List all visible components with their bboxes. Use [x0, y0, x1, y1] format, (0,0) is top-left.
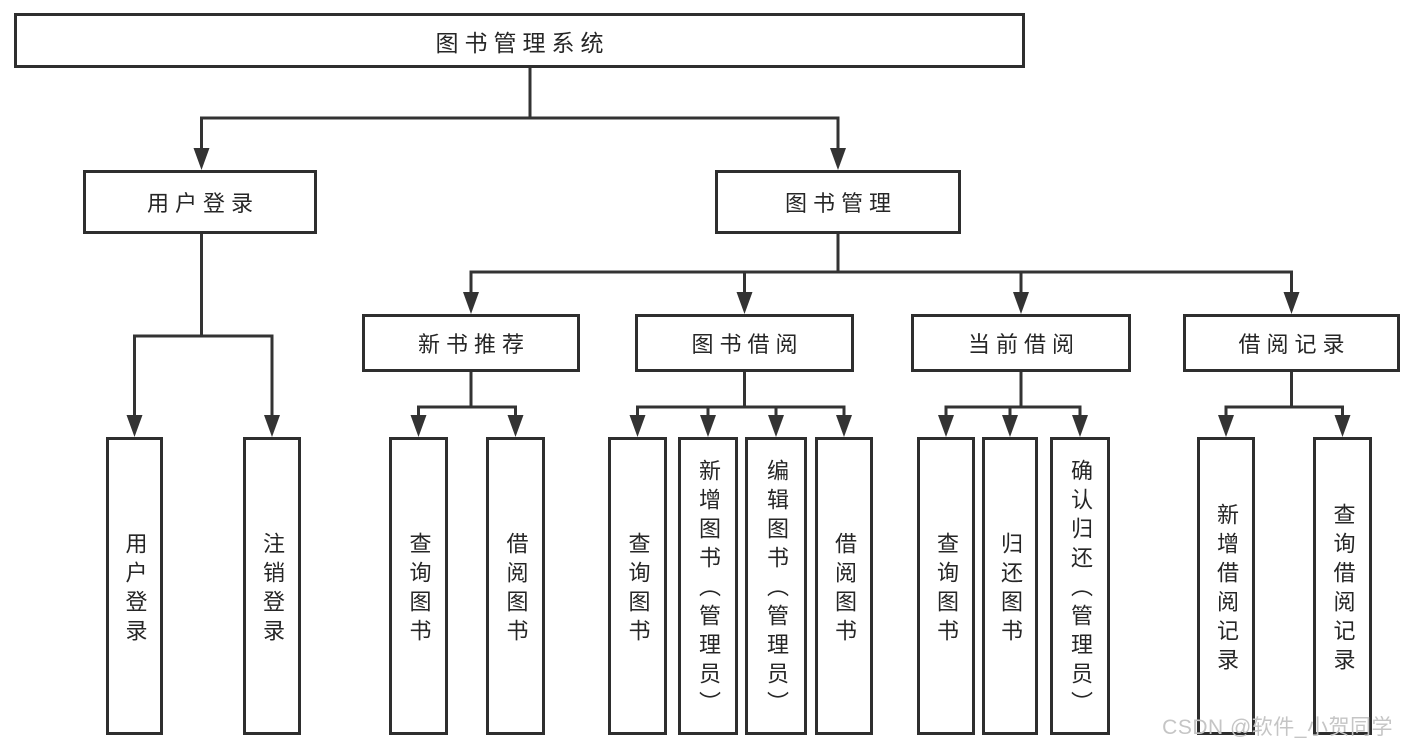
node-current-borrow: 当前借阅: [911, 314, 1131, 372]
node-borrow-borrow-books: 借阅图书: [815, 437, 873, 735]
node-return-books: 归还图书: [982, 437, 1038, 735]
node-book-borrow: 图书借阅: [635, 314, 854, 372]
node-add-borrow-record: 新增借阅记录: [1197, 437, 1255, 735]
node-user-login-action: 用户登录: [106, 437, 163, 735]
arrowhead-icon: [1334, 415, 1351, 437]
node-user-login: 用户登录: [83, 170, 317, 234]
arrowhead-icon: [938, 415, 954, 437]
watermark: CSDN @软件_小贺同学: [1162, 716, 1393, 739]
arrowhead-icon: [1218, 415, 1234, 437]
node-label-query-borrow-record: 查询借阅记录: [1330, 502, 1356, 677]
node-confirm-return-admin: 确认归还（管理员）: [1050, 437, 1110, 735]
node-new-book-recommend: 新书推荐: [362, 314, 580, 372]
arrowhead-icon: [1072, 415, 1088, 437]
arrowhead-icon: [629, 415, 646, 437]
node-label-add-books-admin: 新增图书（管理员）: [696, 459, 721, 720]
node-label-borrow-query-books: 查询图书: [625, 531, 651, 648]
arrowhead-icon: [700, 415, 716, 437]
arrowhead-icon: [193, 148, 210, 170]
node-query-borrow-record: 查询借阅记录: [1313, 437, 1372, 735]
arrowhead-icon: [1002, 415, 1018, 437]
node-label-logout-action: 注销登录: [260, 531, 285, 648]
node-current-query-books: 查询图书: [917, 437, 975, 735]
node-add-books-admin: 新增图书（管理员）: [678, 437, 738, 735]
arrowhead-icon: [736, 292, 753, 314]
arrowhead-icon: [126, 415, 143, 437]
node-label-return-books: 归还图书: [998, 531, 1023, 648]
arrowhead-icon: [507, 415, 524, 437]
node-label-current-borrow: 当前借阅: [967, 332, 1080, 357]
arrowhead-icon: [264, 415, 280, 437]
node-label-edit-books-admin: 编辑图书（管理员）: [764, 459, 789, 720]
node-label-user-login: 用户登录: [146, 191, 259, 216]
node-label-book-management: 图书管理: [784, 191, 897, 216]
arrowhead-icon: [768, 415, 784, 437]
node-library-system: 图书管理系统: [14, 13, 1025, 68]
node-label-recommend-query-books: 查询图书: [406, 531, 432, 648]
node-label-user-login-action: 用户登录: [122, 531, 148, 648]
node-label-recommend-borrow-books: 借阅图书: [503, 531, 529, 648]
node-label-confirm-return-admin: 确认归还（管理员）: [1068, 459, 1093, 720]
arrowhead-icon: [1013, 292, 1029, 314]
node-label-current-query-books: 查询图书: [934, 531, 959, 648]
node-logout-action: 注销登录: [243, 437, 301, 735]
node-label-borrow-records: 借阅记录: [1238, 332, 1351, 357]
node-borrow-records: 借阅记录: [1183, 314, 1400, 372]
node-label-borrow-borrow-books: 借阅图书: [832, 531, 857, 648]
node-label-book-borrow: 图书借阅: [691, 332, 804, 357]
arrowhead-icon: [830, 148, 846, 170]
node-label-new-book-recommend: 新书推荐: [417, 332, 530, 357]
arrowhead-icon: [463, 292, 479, 314]
arrowhead-icon: [1283, 292, 1300, 314]
node-edit-books-admin: 编辑图书（管理员）: [745, 437, 807, 735]
node-book-management: 图书管理: [715, 170, 961, 234]
node-recommend-query-books: 查询图书: [389, 437, 448, 735]
node-recommend-borrow-books: 借阅图书: [486, 437, 545, 735]
arrowhead-icon: [410, 415, 427, 437]
node-label-add-borrow-record: 新增借阅记录: [1214, 502, 1239, 677]
node-label-library-system: 图书管理系统: [435, 29, 610, 56]
arrowhead-icon: [836, 415, 852, 437]
node-borrow-query-books: 查询图书: [608, 437, 667, 735]
